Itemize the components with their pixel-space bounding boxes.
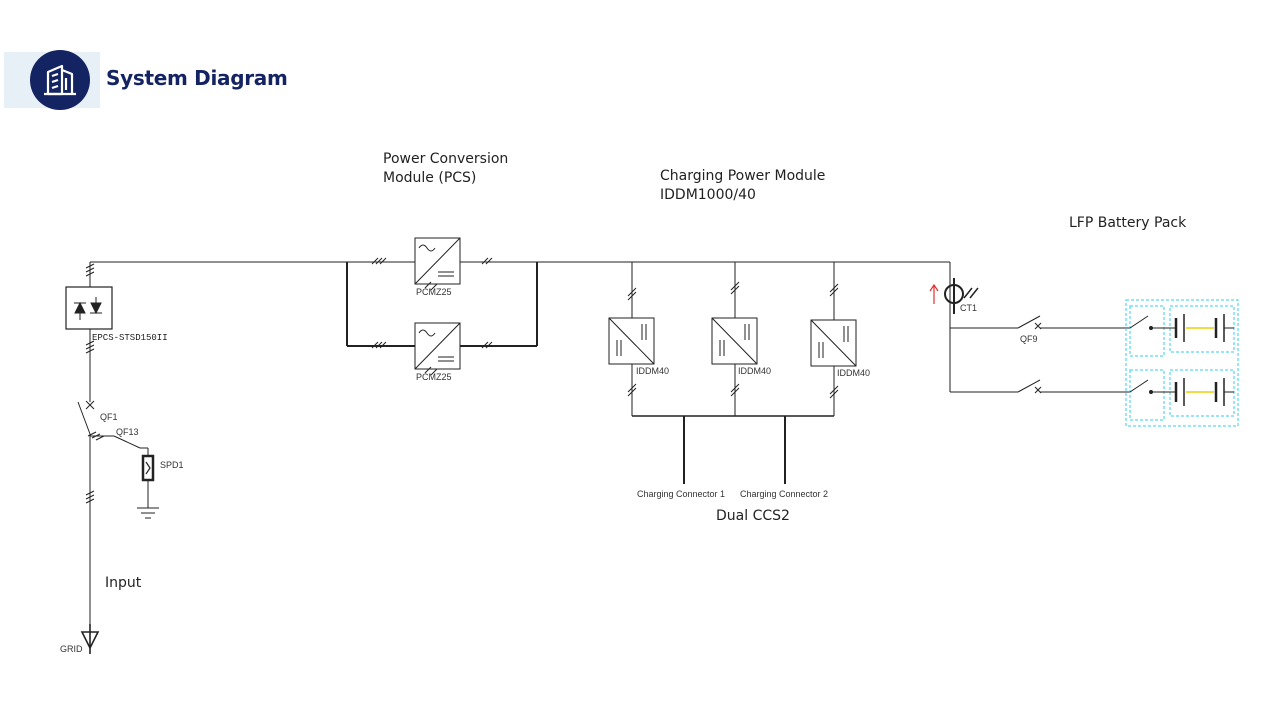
battery-breaker-2 — [1017, 379, 1041, 393]
sts-label: EPCS-STSD150II — [92, 333, 168, 343]
connector-1-label: Charging Connector 1 — [637, 489, 726, 499]
spd-arrester — [141, 454, 155, 482]
page-title: System Diagram — [106, 66, 288, 90]
qf1-breaker — [77, 401, 91, 435]
iddm-label-3: IDDM40 — [837, 368, 871, 378]
battery-title: LFP Battery Pack — [1069, 215, 1187, 231]
spd-label: SPD1 — [160, 460, 184, 470]
battery-pack — [1125, 299, 1239, 427]
iddm-label-1: IDDM40 — [636, 366, 670, 376]
ct-label: CT1 — [960, 303, 978, 313]
logo — [30, 50, 90, 110]
dual-ccs2-label: Dual CCS2 — [716, 508, 790, 524]
pcs-title-line2: Module (PCS) — [383, 170, 477, 186]
charging-module-group — [608, 262, 857, 416]
qf1-label: QF1 — [100, 412, 118, 422]
grid-label: GRID — [60, 644, 83, 654]
pcs-top-label: PCMZ25 — [416, 287, 452, 297]
qf9-label: QF9 — [1020, 334, 1038, 344]
building-icon — [44, 64, 76, 96]
input-label: Input — [105, 575, 142, 591]
pcs-title-line1: Power Conversion — [383, 151, 509, 167]
cpm-title-line1: Charging Power Module — [660, 168, 826, 184]
iddm-label-2: IDDM40 — [738, 366, 772, 376]
pcs-bottom-label: PCMZ25 — [416, 372, 452, 382]
sts-switch — [65, 286, 113, 330]
connector-2-label: Charging Connector 2 — [740, 489, 829, 499]
qf13-breaker — [113, 435, 141, 449]
qf13-label: QF13 — [116, 427, 139, 437]
cpm-title-line2: IDDM1000/40 — [660, 187, 756, 203]
qf9-breaker — [1017, 315, 1041, 329]
